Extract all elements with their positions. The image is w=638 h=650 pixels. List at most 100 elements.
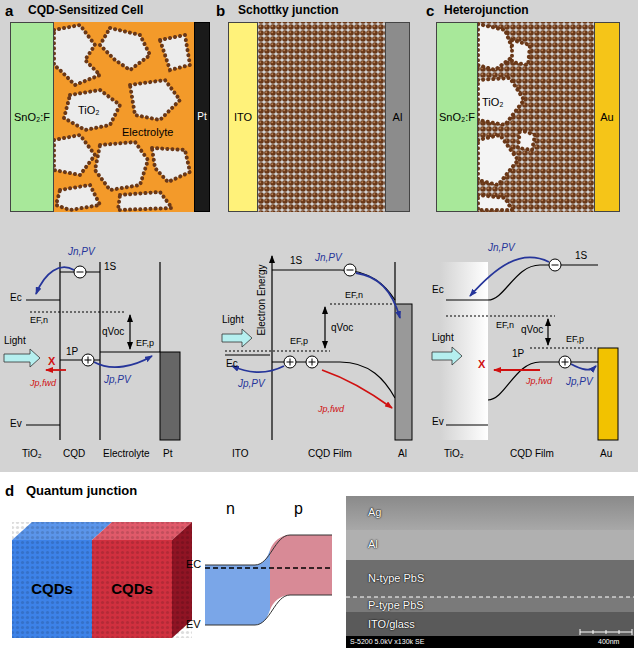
svg-line	[580, 629, 581, 635]
svg-polygon	[478, 24, 515, 70]
svg-rect	[54, 22, 194, 212]
node-text: SnO₂:F	[439, 111, 475, 124]
electrode-box: SnO₂:F	[436, 22, 478, 212]
svg-path	[488, 362, 598, 400]
region-label: Pt	[163, 448, 172, 460]
current-label: Jn,PV	[68, 246, 95, 258]
light-label: Light	[432, 332, 454, 344]
svg-line	[60, 271, 100, 272]
svg-line	[446, 315, 555, 316]
voltage-label: qVoc	[331, 322, 353, 334]
level-label: Ev	[10, 418, 22, 430]
panel-letter: d	[5, 482, 14, 499]
node-text: CQDs	[31, 580, 73, 597]
svg-line	[100, 351, 160, 352]
svg-rect	[258, 22, 385, 212]
svg-g	[580, 629, 632, 635]
svg-g	[446, 265, 598, 425]
cqd-block: CQDs	[12, 540, 92, 638]
svg-line	[99, 262, 100, 440]
svg-line	[552, 265, 559, 266]
svg-circle	[559, 356, 571, 368]
svg-path	[205, 550, 270, 625]
region-label: TiO₂	[22, 448, 42, 460]
svg-rect	[160, 352, 180, 440]
current-label: Jp,fwd	[318, 404, 344, 414]
svg-line	[346, 597, 634, 598]
svg-line	[59, 262, 60, 440]
svg-rect	[12, 522, 192, 638]
node-text: CQDs	[111, 580, 153, 597]
svg-path	[494, 369, 540, 371]
region-label: Al	[398, 448, 407, 460]
svg-g	[478, 24, 535, 210]
doping-label: p	[294, 500, 303, 518]
axis-label: Electron Energy	[256, 264, 268, 335]
layer-label: ITO/glass	[368, 618, 415, 631]
svg-g	[284, 356, 296, 368]
svg-polygon	[54, 25, 100, 85]
current-label: Jp,PV	[566, 376, 593, 388]
svg-polygon	[478, 78, 524, 125]
block-mark: X	[478, 358, 485, 371]
electrolyte-region: TiO₂Electrolyte	[54, 22, 194, 212]
svg-line	[30, 311, 125, 312]
svg-line	[205, 567, 332, 569]
svg-rect	[346, 636, 634, 648]
svg-rect	[346, 597, 634, 612]
light-label: Light	[4, 335, 26, 347]
svg-polygon	[95, 142, 148, 190]
svg-polygon	[64, 90, 120, 130]
region-label: CQD Film	[308, 448, 352, 460]
svg-line	[446, 299, 488, 300]
svg-circle	[549, 259, 561, 271]
light-label: Light	[222, 314, 244, 326]
current-label: Jp,PV	[104, 374, 131, 386]
svg-line	[593, 630, 594, 634]
svg-circle	[284, 356, 296, 368]
cqd-block: CQDs	[92, 540, 172, 638]
svg-path	[94, 356, 152, 367]
svg-polygon	[100, 28, 150, 70]
level-label: Ev	[432, 416, 444, 428]
node-text: ITO	[234, 111, 252, 124]
svg-line	[88, 357, 89, 364]
node-text: SnO₂:F	[14, 111, 50, 124]
block-mark: X	[48, 355, 55, 368]
level-label: Ec	[226, 358, 238, 370]
svg-polygon	[478, 195, 512, 210]
svg-polygon	[118, 192, 172, 210]
panel-letter: c	[426, 2, 434, 19]
svg-rect	[346, 612, 634, 636]
svg-polygon	[478, 135, 518, 185]
panel-title: Heterojunction	[444, 4, 529, 18]
current-label: Jn,PV	[488, 242, 515, 254]
electrode-box: Au	[594, 22, 620, 212]
svg-g	[559, 356, 571, 368]
sem-info: S-5200 5.0kV x130k SE	[350, 638, 424, 646]
level-label: 1P	[66, 346, 78, 358]
svg-line	[347, 270, 354, 271]
current-label: Jp,fwd	[526, 376, 552, 386]
level-label: 1S	[104, 261, 116, 273]
svg-line	[324, 307, 325, 348]
svg-g	[344, 264, 356, 276]
svg-line	[312, 359, 313, 366]
svg-line	[530, 347, 598, 348]
svg-g	[74, 266, 86, 278]
svg-path	[571, 364, 596, 370]
svg-line	[129, 315, 130, 349]
svg-line	[26, 299, 60, 300]
region-label: ITO	[232, 448, 248, 460]
svg-polygon	[130, 80, 180, 120]
panel-letter: b	[216, 2, 225, 19]
level-label: 1S	[575, 250, 587, 262]
svg-path	[205, 535, 332, 565]
panel-title: Schottky junction	[238, 4, 339, 18]
svg-line	[225, 354, 270, 355]
current-label: Jp,PV	[238, 378, 265, 390]
panel-title: CQD-Sensitized Cell	[28, 4, 143, 18]
electrode-box: SnO₂:F	[10, 22, 54, 212]
svg-polygon	[512, 40, 530, 65]
svg-path	[322, 370, 392, 408]
